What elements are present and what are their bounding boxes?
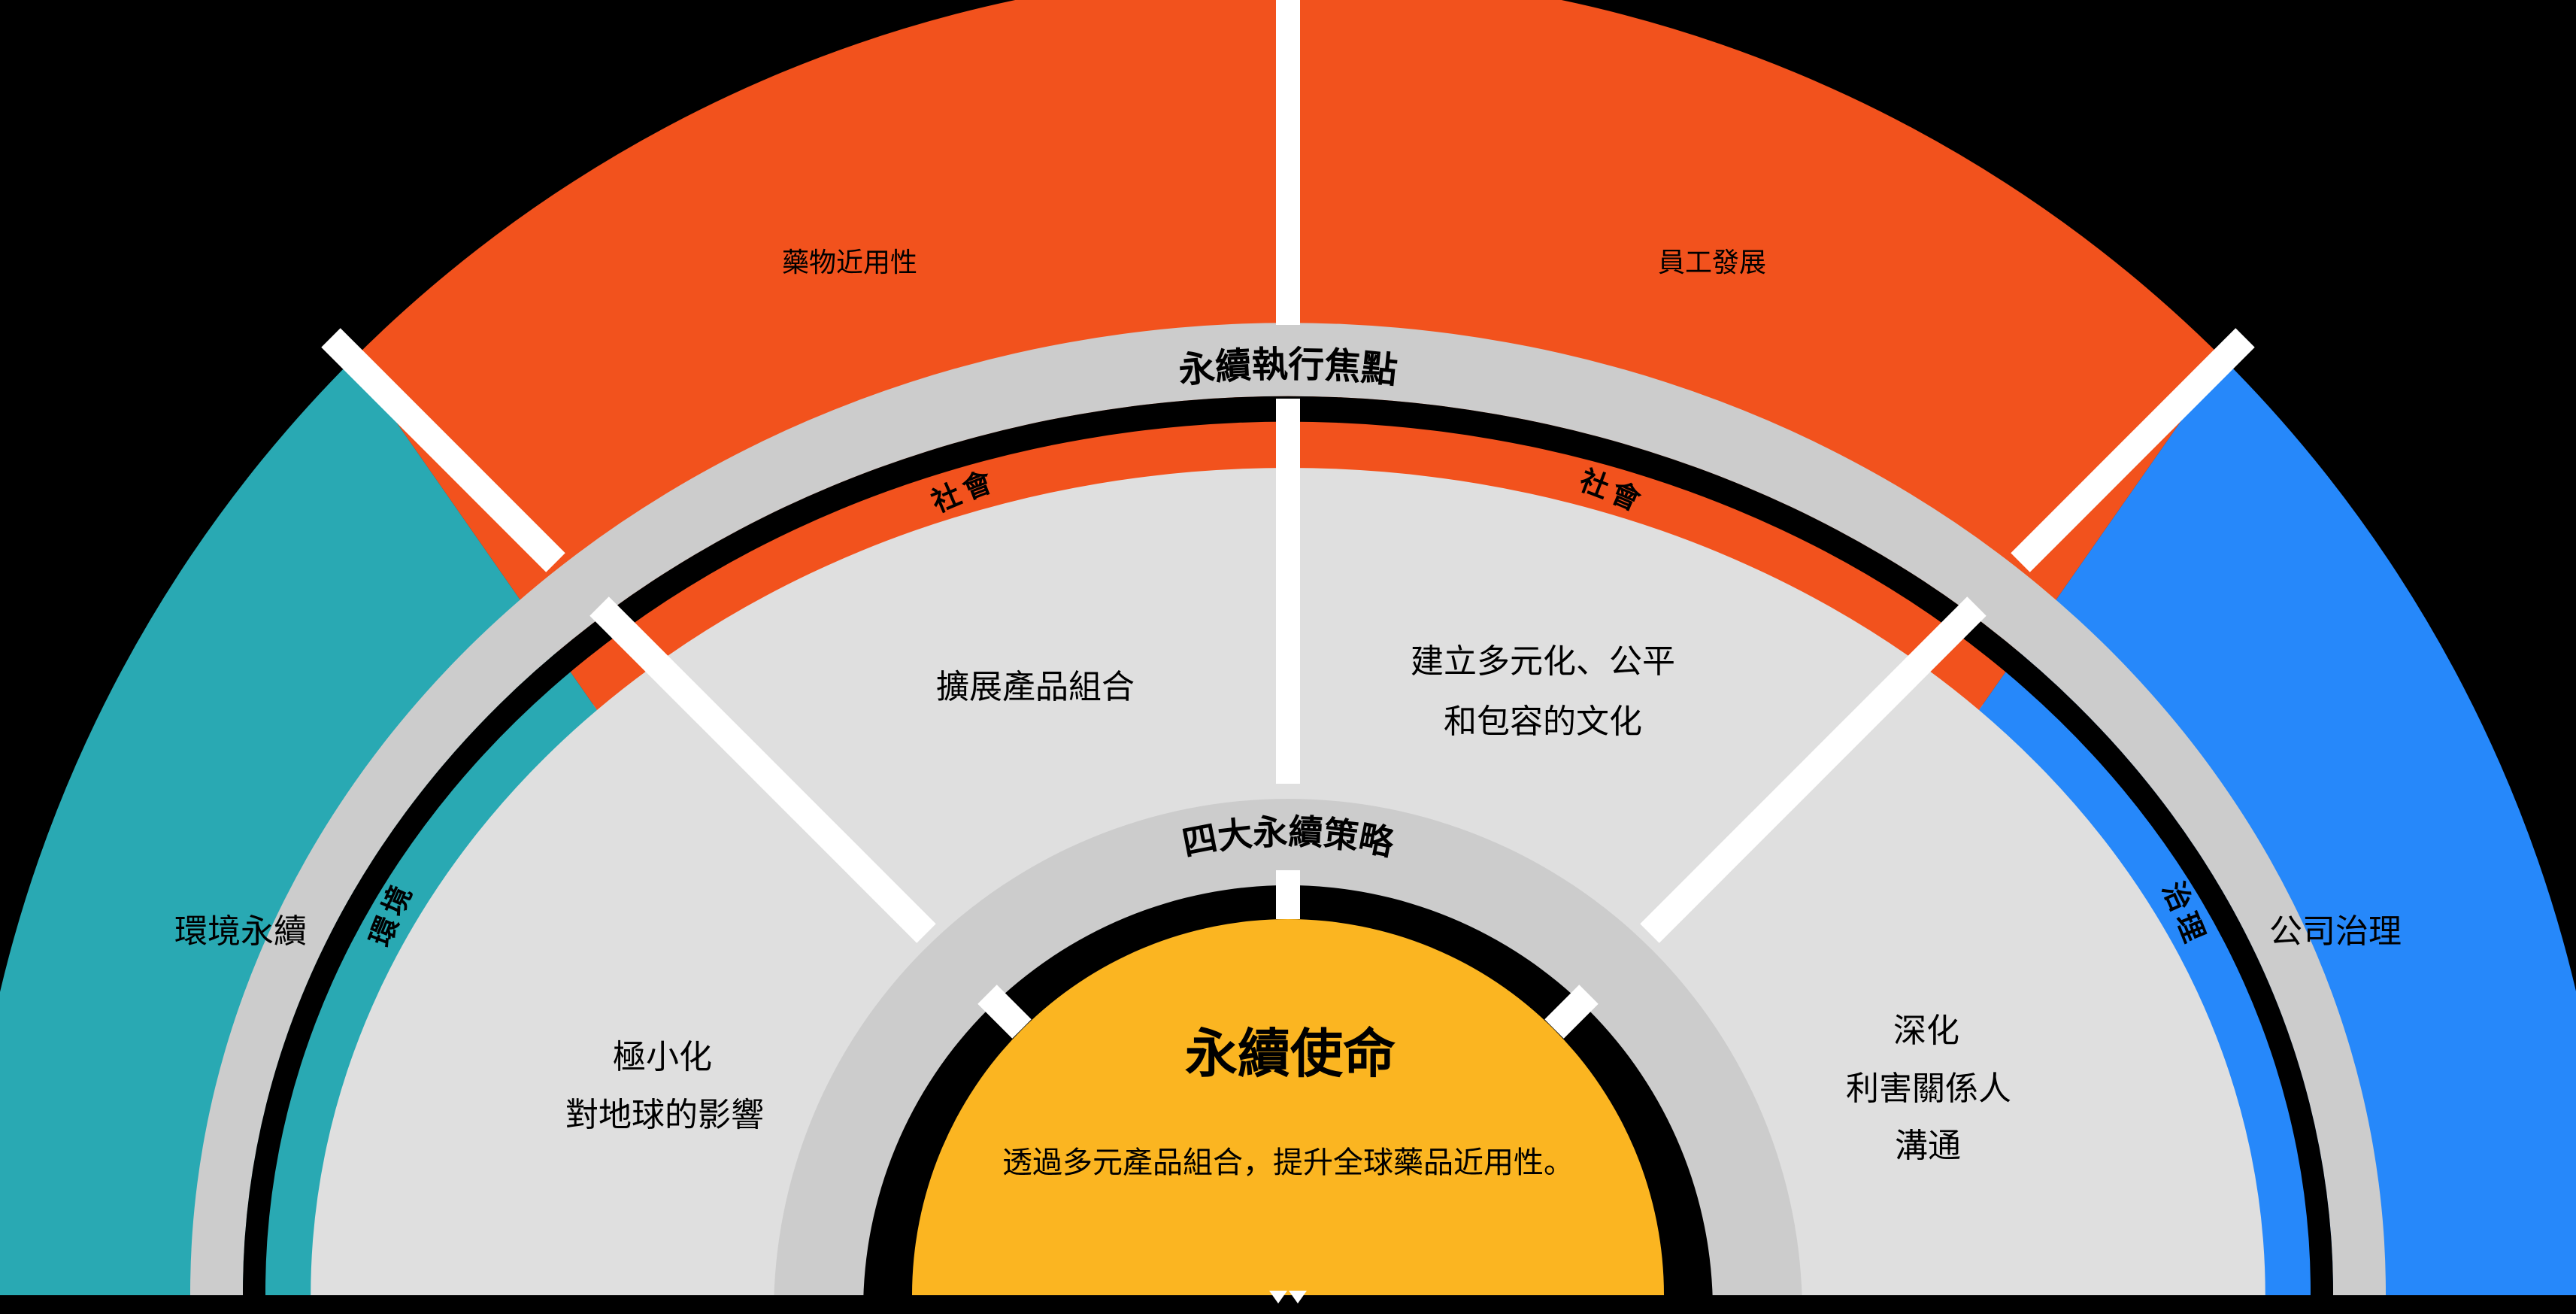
segment-label-environment: 環境永續	[174, 912, 307, 951]
separator-right-diagonal-inner	[1544, 985, 1599, 1039]
strategy-line: 利害關係人	[1846, 1070, 2011, 1108]
segment-label-drug-accessibility: 藥物近用性	[782, 247, 917, 278]
bottom-marker	[1269, 1291, 1307, 1303]
strategy-line: 極小化	[613, 1038, 712, 1076]
strategy-segment-minimize-impact: 極小化 對地球的影響	[565, 1038, 764, 1134]
strategy-ring	[306, 460, 2270, 1314]
bottom-bar	[0, 1295, 2576, 1314]
strategy-segment-expand-portfolio: 擴展產品組合	[936, 668, 1135, 706]
segment-label-governance: 公司治理	[2269, 912, 2402, 951]
mission-title: 永續使命	[1185, 1023, 1396, 1085]
outer-segment-drug-accessibility	[353, 0, 1288, 710]
strategy-segment-dei-culture: 建立多元化、公平 和包容的文化	[1411, 642, 1675, 741]
bottom-marker-right-triangle	[1289, 1291, 1307, 1303]
strategy-line: 對地球的影響	[565, 1096, 764, 1134]
separator-right-diagonal-outer	[2011, 328, 2255, 572]
strategy-title-band	[774, 799, 1802, 1313]
outer-segment-employee-development	[1288, 0, 2224, 710]
mission-dome	[912, 919, 1664, 1295]
mission-subtitle: 透過多元產品組合，提升全球藥品近用性。	[1002, 1146, 1574, 1180]
strategy-line: 深化	[1893, 1012, 1959, 1050]
bottom-marker-left-triangle	[1269, 1291, 1287, 1303]
strategy-line: 建立多元化、公平	[1411, 642, 1675, 681]
separator-right-diagonal-middle	[1640, 596, 1987, 943]
segment-label-employee-development: 員工發展	[1658, 247, 1766, 278]
strategy-segment-stakeholder-communication: 深化 利害關係人 溝通	[1846, 1012, 2011, 1165]
strategy-line: 和包容的文化	[1444, 703, 1642, 741]
strategy-line: 溝通	[1895, 1127, 1961, 1165]
separator-left-diagonal-outer	[321, 328, 565, 572]
strategy-line: 擴展產品組合	[936, 668, 1135, 706]
outer-segment-governance	[1979, 360, 2576, 1314]
separator-left-diagonal-middle	[589, 596, 936, 943]
outer-segment-environment	[0, 360, 597, 1314]
separator-left-diagonal-inner	[977, 985, 1032, 1039]
separators	[321, 0, 2255, 1039]
